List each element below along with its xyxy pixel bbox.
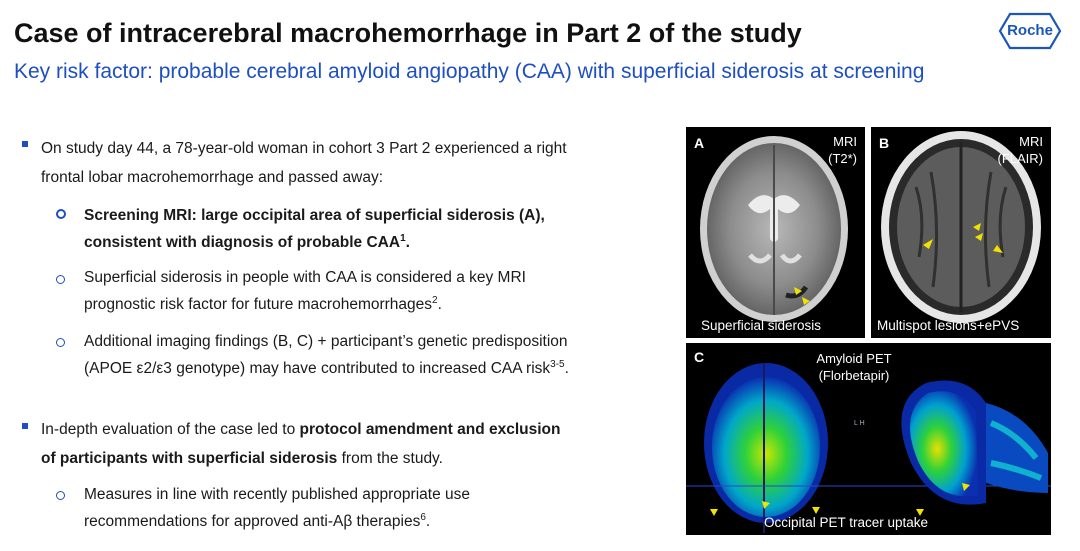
arrow-icon (812, 507, 820, 514)
circle-bullet-icon (56, 491, 65, 500)
sub-bullet-2: Superficial siderosis in people with CAA… (84, 264, 526, 318)
panel-b-letter: B (879, 135, 890, 151)
circle-bullet-icon (56, 275, 65, 284)
panel-c-letter: C (694, 349, 705, 365)
ref-2: 2 (432, 294, 438, 306)
panel-a-tag: MRI (T2*) (828, 134, 857, 166)
sub-bullet-2-line-1: Superficial siderosis in people with CAA… (84, 269, 526, 286)
panel-c-caption: Occipital PET tracer uptake (764, 515, 929, 530)
ref-1: 1 (400, 232, 406, 244)
mri-flair-brain-image (881, 131, 1041, 323)
arrow-icon (975, 233, 983, 241)
arrow-icon (973, 223, 981, 231)
sub-bullet-4: Measures in line with recently published… (84, 481, 470, 535)
panel-c-small-mark: L H (854, 420, 865, 427)
sub-bullet-3: Additional imaging findings (B, C) + par… (84, 328, 569, 382)
square-bullet-icon (22, 141, 28, 147)
square-bullet-icon (22, 423, 28, 429)
amyloid-pet-panel: C Amyloid PET (Florbetapir) L H Occipita… (686, 343, 1051, 535)
arrow-icon (710, 509, 718, 516)
bullet-2-bold-1: protocol amendment and exclusion (299, 421, 561, 438)
sub-bullet-3-line-2: (APOE ε2/ε3 genotype) may have contribut… (84, 360, 551, 377)
sub-bullet-4-line-2: recommendations for approved anti-Aβ the… (84, 513, 421, 530)
panel-a-letter: A (694, 135, 705, 151)
bullet-1-line-2: frontal lobar macrohemorrhage and passed… (41, 169, 384, 186)
arrow-icon (923, 239, 933, 249)
bullet-2: In-depth evaluation of the case led to p… (41, 421, 561, 467)
bullet-1-line-1: On study day 44, a 78-year-old woman in … (41, 140, 567, 157)
sub-bullet-2-line-2: prognostic risk factor for future macroh… (84, 296, 433, 313)
roche-logo-icon (998, 12, 1062, 50)
sub-bullet-1-line-2: consistent with diagnosis of probable CA… (84, 234, 401, 251)
panel-b-tag: MRI (FLAIR) (997, 134, 1044, 166)
mri-t2-brain-image (700, 136, 848, 322)
mri-flair-panel: B MRI (FLAIR) Multispot lesions+ePVS (871, 127, 1051, 338)
page-subtitle: Key risk factor: probable cerebral amylo… (14, 60, 925, 83)
page-title: Case of intracerebral macrohemorrhage in… (14, 18, 802, 48)
arrow-icon (794, 287, 802, 295)
sub-bullet-1-line-1: Screening MRI: large occipital area of s… (84, 207, 545, 224)
mri-t2-panel: A MRI (T2*) Superficial siderosis (686, 127, 865, 338)
arrow-icon (916, 509, 924, 516)
ref-3-5: 3-5 (550, 358, 565, 370)
bullet-2-bold-2: of participants with superficial sideros… (41, 450, 338, 467)
panel-c-tag: Amyloid PET (Florbetapir) (816, 351, 892, 383)
ref-6: 6 (420, 511, 426, 523)
arrow-icon (993, 245, 1003, 253)
panel-a-caption: Superficial siderosis (701, 318, 822, 333)
sub-bullet-3-line-1: Additional imaging findings (B, C) + par… (84, 333, 568, 350)
amyloid-pet-image (686, 363, 1051, 533)
roche-logo-text: Roche (1007, 22, 1053, 39)
circle-bullet-icon (56, 338, 65, 347)
arrow-icon (962, 483, 970, 491)
circle-bullet-icon (56, 209, 66, 219)
panel-b-caption: Multispot lesions+ePVS (877, 318, 1020, 333)
bullet-1: On study day 44, a 78-year-old woman in … (41, 134, 567, 192)
sub-bullet-4-line-1: Measures in line with recently published… (84, 486, 470, 503)
sub-bullet-1: Screening MRI: large occipital area of s… (84, 202, 545, 256)
arrow-icon (802, 297, 810, 305)
arrow-icon (762, 501, 770, 509)
